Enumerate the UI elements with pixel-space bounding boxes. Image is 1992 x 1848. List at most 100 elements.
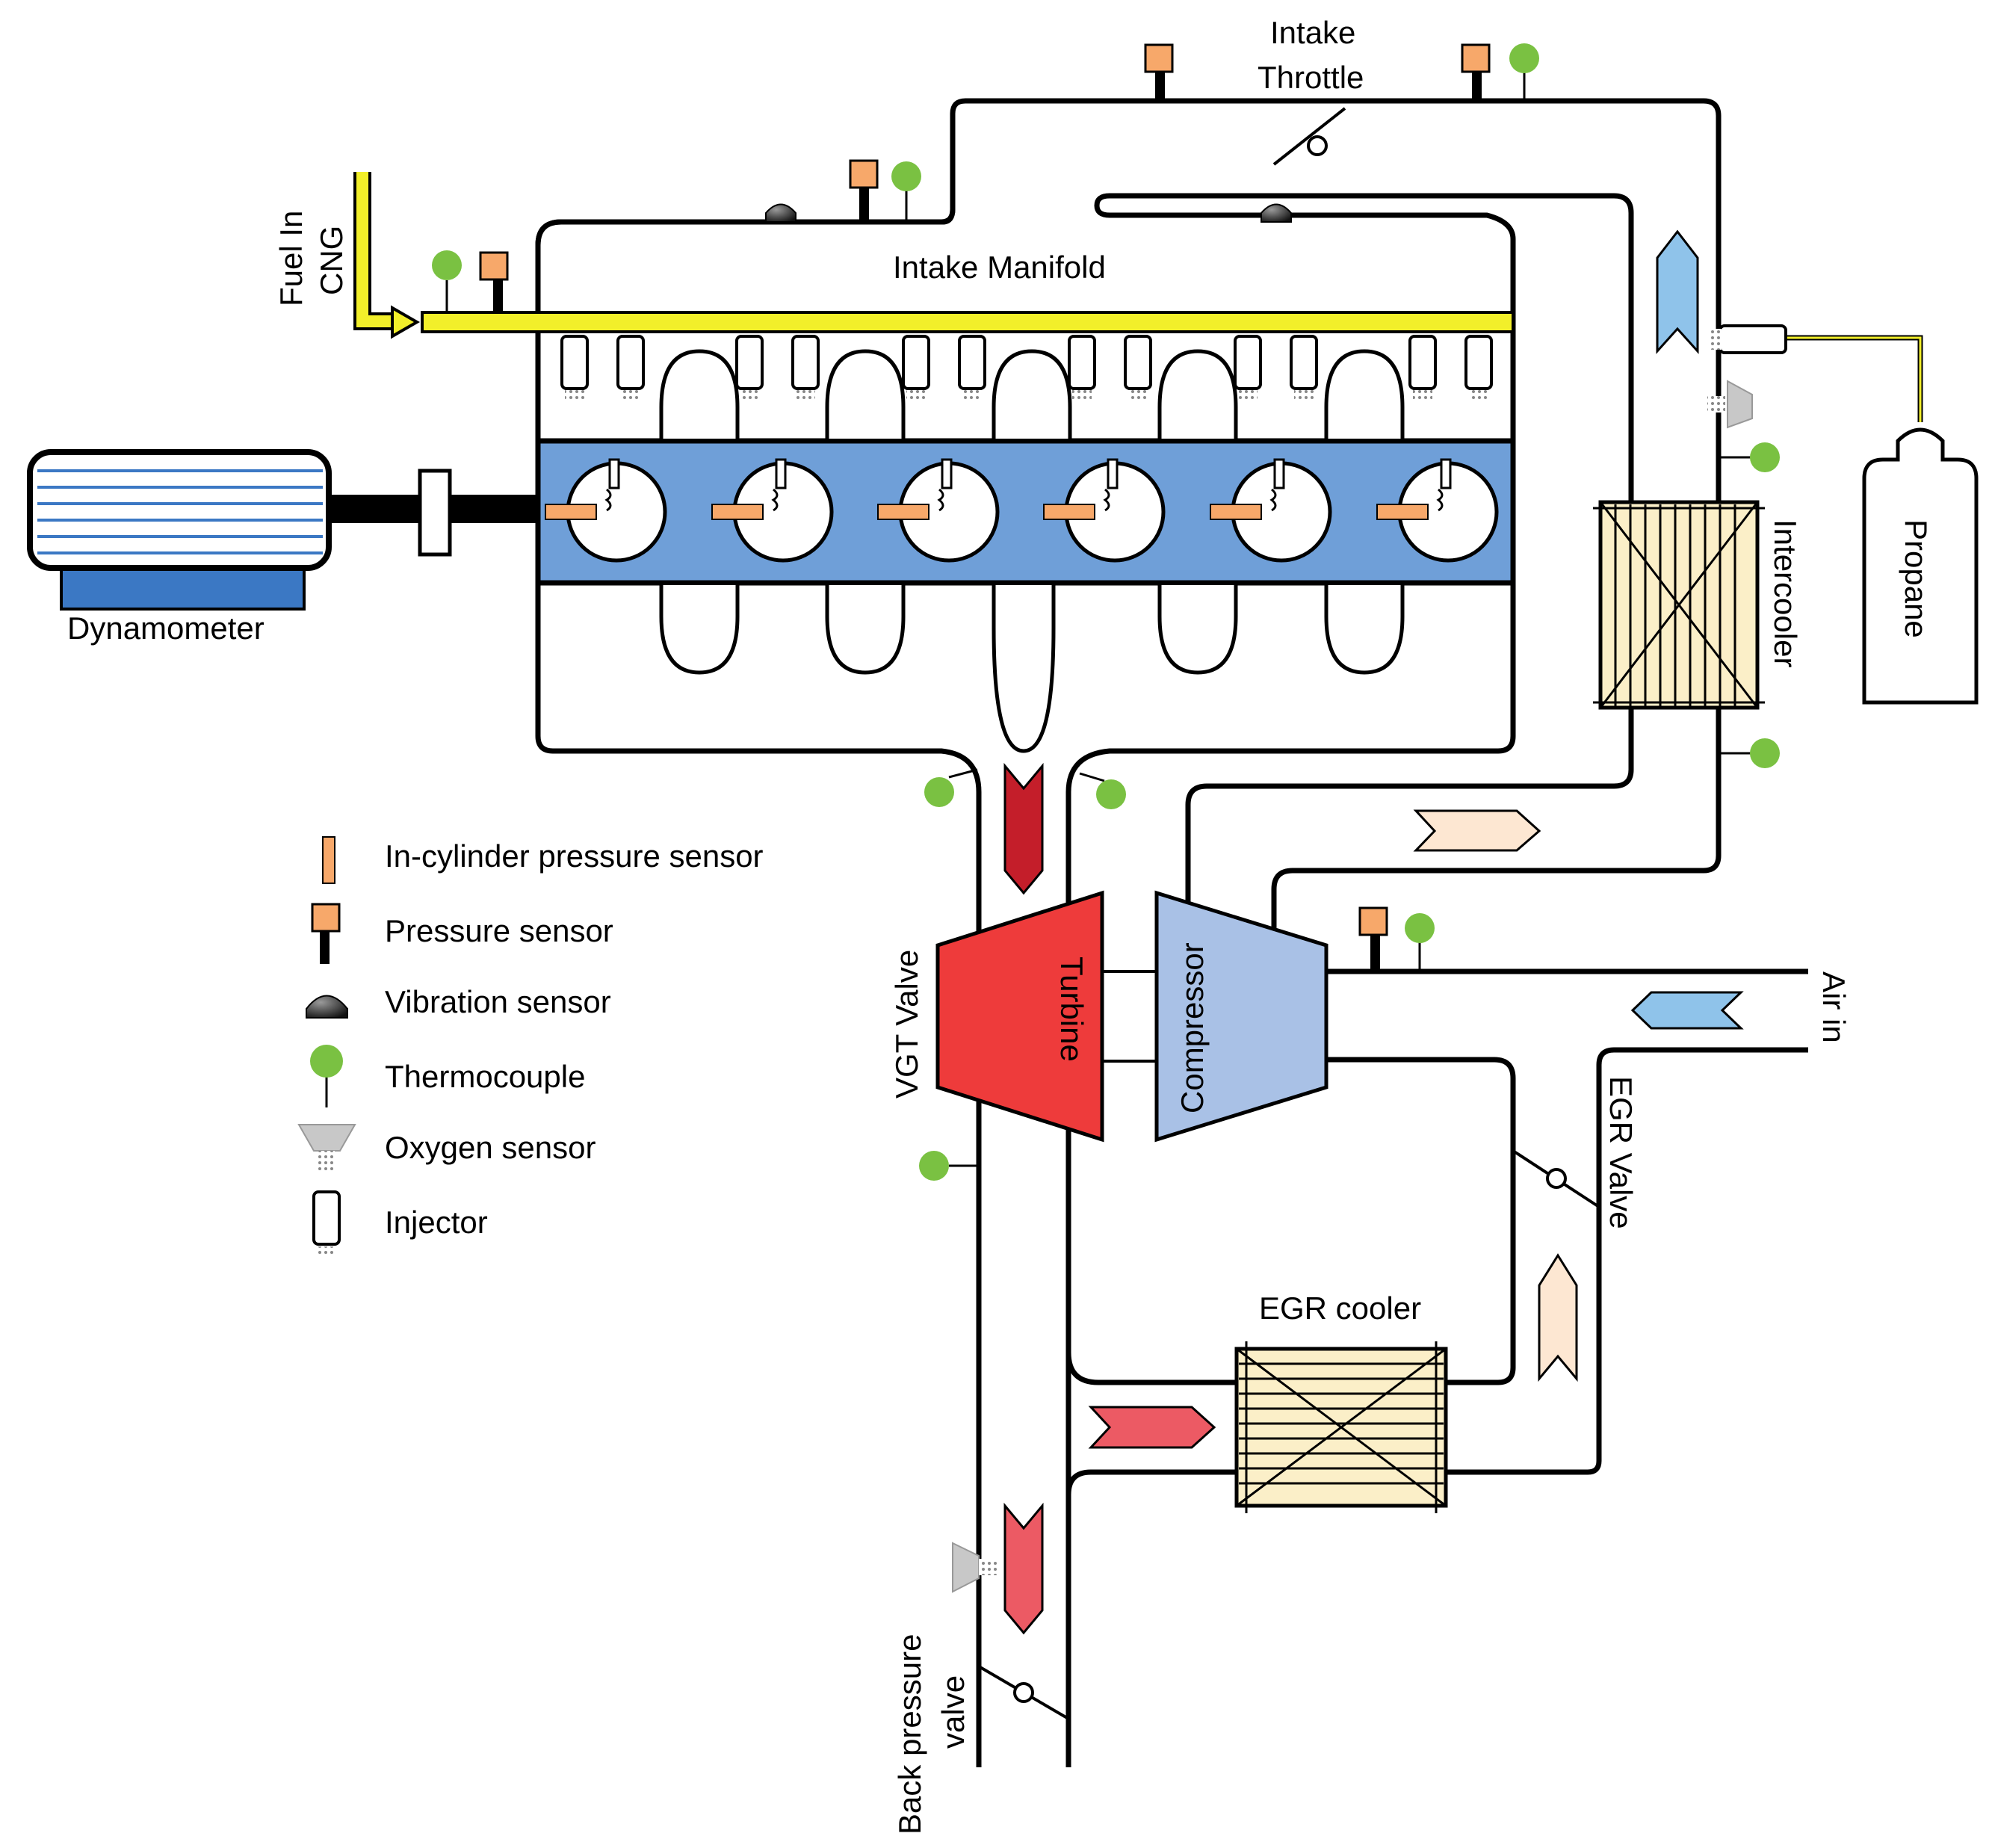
thermocouple-throttle — [1509, 43, 1539, 101]
in-cylinder-pressure-sensor-4 — [1043, 504, 1095, 520]
engine-right-wall — [1065, 239, 1516, 1767]
air-in-label: Air in — [1816, 971, 1852, 1043]
egr-cooler-label: EGR cooler — [1259, 1291, 1421, 1326]
injector-12 — [1464, 335, 1493, 401]
pressure-sensor-icon — [311, 903, 341, 964]
propane-injector-body — [1719, 324, 1787, 354]
head-left-side — [535, 208, 956, 246]
oxygen-sensor-exhaust — [952, 1542, 997, 1593]
air-intake-pipe — [1446, 1047, 1808, 1475]
thermocouples — [432, 43, 1780, 1181]
fuel-in-label-line1: Fuel In — [273, 211, 309, 306]
egr-loop-pipe — [1446, 1207, 1516, 1385]
injector-10 — [1290, 335, 1318, 401]
vibration-sensor-1 — [765, 203, 797, 223]
compressor-inlet-pipe — [1326, 1057, 1516, 1207]
injector-2 — [616, 335, 645, 401]
fuel-in-label-line2: CNG — [314, 226, 349, 295]
legend-label-oxygen: Oxygen sensor — [385, 1130, 596, 1165]
spark-plug-6 — [1436, 458, 1452, 512]
exhaust-runners — [659, 585, 1405, 753]
injector-8 — [1124, 335, 1152, 401]
spark-plugs — [604, 458, 1452, 512]
turbine-label: Turbine — [1054, 957, 1089, 1062]
in-cylinder-pressure-sensor-icon — [322, 836, 335, 884]
engine: Intake Manifold Fuel In CNG — [273, 98, 1722, 1767]
egr-cooler-inlet-pipe — [1065, 1352, 1237, 1385]
egr-cooler-exhaust-pipe — [1065, 1469, 1237, 1767]
intake-throttle-valve: Intake Throttle — [1258, 15, 1364, 166]
egr-cooler: EGR cooler — [1234, 1291, 1448, 1513]
legend-item-injector: Injector — [312, 1190, 488, 1257]
injector-4 — [791, 335, 820, 401]
spark-plug-5 — [1269, 458, 1285, 512]
cng-fuel-arrow — [391, 305, 421, 339]
thermocouple-intercooler-in — [1719, 738, 1780, 768]
pressure-sensor-throttle-downstream — [1461, 43, 1491, 103]
air-in-arrow — [1630, 991, 1744, 1030]
fuel-rail — [421, 311, 1515, 333]
intercooler-inlet-arrow — [1656, 229, 1699, 354]
intake-flow-arrow — [1413, 809, 1541, 852]
spark-plug-1 — [604, 458, 620, 512]
in-cylinder-pressure-sensor-1 — [545, 504, 597, 520]
pressure-sensor-fuel-rail — [479, 251, 509, 312]
compressor-label: Compressor — [1175, 942, 1210, 1113]
legend-item-vibration-sensor: Vibration sensor — [306, 984, 611, 1019]
back-pressure-label-line2: valve — [935, 1675, 971, 1749]
thermocouple-icon — [310, 1045, 343, 1107]
compressor-body — [1154, 890, 1328, 1143]
intake-throttle-label-line1: Intake — [1270, 15, 1355, 50]
thermocouple-exhaust-right — [1079, 772, 1126, 809]
vgt-valve-label: VGT Valve — [889, 950, 924, 1098]
in-cylinder-pressure-sensor-2 — [711, 504, 764, 520]
legend-item-oxygen-sensor: Oxygen sensor — [297, 1124, 596, 1173]
oxygen-sensor-icon — [297, 1124, 356, 1173]
intake-manifold-right-wall — [1185, 732, 1634, 904]
thermocouple-compressor-inlet — [1405, 913, 1435, 971]
legend-label-thermocouple: Thermocouple — [385, 1059, 585, 1094]
pressure-sensor-compressor-inlet — [1358, 906, 1388, 971]
legend-item-in-cylinder-pressure-sensor: In-cylinder pressure sensor — [322, 836, 764, 884]
injector-5 — [902, 335, 930, 401]
dynamometer: Dynamometer — [27, 449, 538, 646]
thermocouple-exhaust-left — [924, 768, 978, 807]
thermocouple-intercooler-out — [1719, 442, 1780, 472]
spark-plug-2 — [771, 458, 787, 512]
in-cylinder-pressure-sensors — [545, 504, 1429, 520]
thermocouple-manifold — [891, 161, 921, 222]
spark-plug-4 — [1103, 458, 1119, 512]
vibration-sensor-2 — [1261, 203, 1292, 223]
propane-line — [1786, 335, 1923, 422]
dyno-stripes — [37, 469, 323, 554]
in-cylinder-pressure-sensor-5 — [1210, 504, 1262, 520]
in-cylinder-pressure-sensor-6 — [1376, 504, 1429, 520]
pressure-sensors — [479, 43, 1491, 971]
vibration-sensor-icon — [306, 995, 348, 1019]
pressure-sensor-manifold — [849, 159, 879, 223]
thermocouple-turbine-out — [919, 1151, 979, 1181]
legend-label-pressure: Pressure sensor — [385, 913, 613, 948]
propane-label: Propane — [1899, 519, 1934, 638]
injector-11 — [1408, 335, 1437, 401]
injector-1 — [560, 335, 589, 401]
intercooler-label: Intercooler — [1768, 519, 1803, 667]
intake-manifold-label: Intake Manifold — [893, 250, 1106, 285]
shaft-coupling — [418, 469, 452, 557]
intake-runners — [659, 349, 1405, 439]
injector-3 — [735, 335, 764, 401]
intercooler: Intercooler — [1593, 500, 1803, 710]
legend-item-thermocouple: Thermocouple — [310, 1045, 585, 1107]
turbocharger: Turbine Compressor VGT Valve — [889, 890, 1328, 1143]
thermocouple-fuel-rail — [432, 250, 462, 312]
cylinders — [566, 461, 1499, 563]
oxygen-sensor-intake — [1707, 380, 1753, 429]
engine-block — [535, 438, 1516, 586]
egr-valve: EGR Valve — [1512, 1076, 1639, 1229]
dynamometer-label: Dynamometer — [67, 611, 265, 646]
egr-to-cooler-arrow — [1088, 1406, 1216, 1449]
in-cylinder-pressure-sensor-3 — [877, 504, 930, 520]
back-pressure-valve: Back pressure valve — [892, 1634, 1070, 1835]
pressure-sensor-throttle-upstream — [1144, 43, 1174, 103]
